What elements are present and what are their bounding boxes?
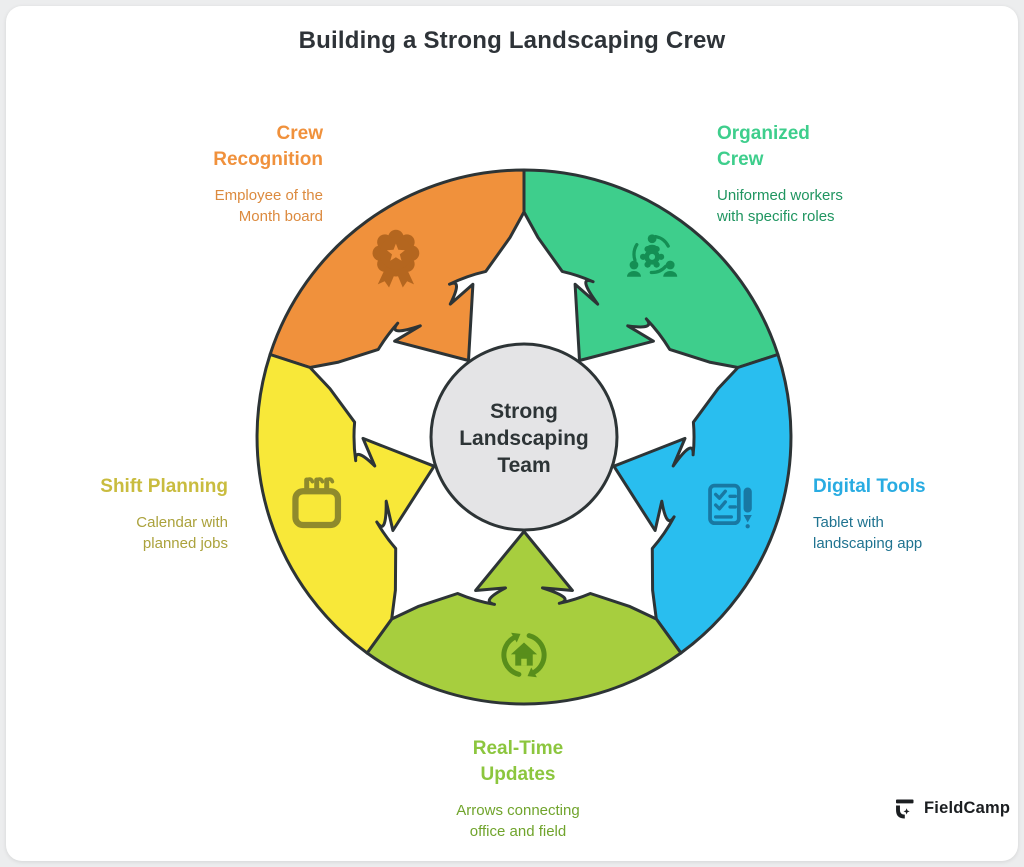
label-heading-line: Real-Time: [472, 738, 564, 759]
calendar-icon: [292, 477, 342, 529]
label-desc-line: landscaping app: [813, 535, 923, 552]
label-heading-line: Organized: [717, 123, 810, 144]
label-heading-line: Crew: [717, 149, 764, 170]
label-real-time-updates: Real-Time Updates Arrows connecting offi…: [398, 736, 638, 842]
sync-house-icon: [501, 632, 547, 678]
label-heading: Real-Time Updates: [398, 736, 638, 788]
label-desc-line: Uniformed workers: [717, 187, 843, 204]
brand-name: FieldCamp: [924, 798, 1011, 817]
brand-footer: FieldCamp: [893, 796, 1010, 820]
label-description: Arrows connecting office and field: [398, 800, 638, 842]
label-desc-line: Tablet with: [813, 514, 884, 531]
label-heading: Digital Tools: [813, 474, 1023, 500]
label-heading-line: Updates: [480, 764, 556, 785]
diagram-title: Building a Strong Landscaping Crew: [298, 27, 726, 54]
label-desc-line: with specific roles: [717, 208, 835, 225]
label-desc-line: Month board: [238, 208, 323, 225]
team-gear-icon: [626, 234, 678, 277]
label-desc-line: planned jobs: [142, 535, 228, 552]
label-heading-line: Digital Tools: [813, 476, 926, 497]
segment-real-time-updates: [365, 530, 683, 706]
label-desc-line: office and field: [469, 823, 567, 840]
label-heading: Crew Recognition: [83, 121, 323, 173]
label-desc-line: Arrows connecting: [456, 802, 580, 819]
label-description: Calendar with planned jobs: [8, 512, 228, 554]
label-heading-line: Recognition: [213, 149, 323, 170]
label-desc-line: Calendar with: [136, 514, 228, 531]
label-description: Employee of the Month board: [83, 185, 323, 227]
segment-organized-crew: [522, 168, 780, 369]
label-heading-line: Crew: [276, 123, 323, 144]
label-digital-tools: Digital Tools Tablet with landscaping ap…: [813, 474, 1023, 554]
label-shift-planning: Shift Planning Calendar with planned job…: [8, 474, 228, 554]
label-organized-crew: Organized Crew Uniformed workers with sp…: [717, 121, 957, 227]
label-description: Tablet with landscaping app: [813, 512, 1023, 554]
fieldcamp-logo-icon: [896, 799, 914, 819]
label-crew-recognition: Crew Recognition Employee of the Month b…: [83, 121, 323, 227]
center-circle: [429, 342, 619, 532]
checklist-pen-icon: [708, 483, 752, 529]
segment-shift-planning: [255, 353, 436, 655]
label-heading-line: Shift Planning: [100, 476, 228, 497]
award-ribbon-icon: [372, 229, 420, 288]
label-description: Uniformed workers with specific roles: [717, 185, 957, 227]
label-heading: Shift Planning: [8, 474, 228, 500]
label-desc-line: Employee of the: [214, 187, 323, 204]
label-heading: Organized Crew: [717, 121, 957, 173]
segment-digital-tools: [612, 353, 793, 655]
